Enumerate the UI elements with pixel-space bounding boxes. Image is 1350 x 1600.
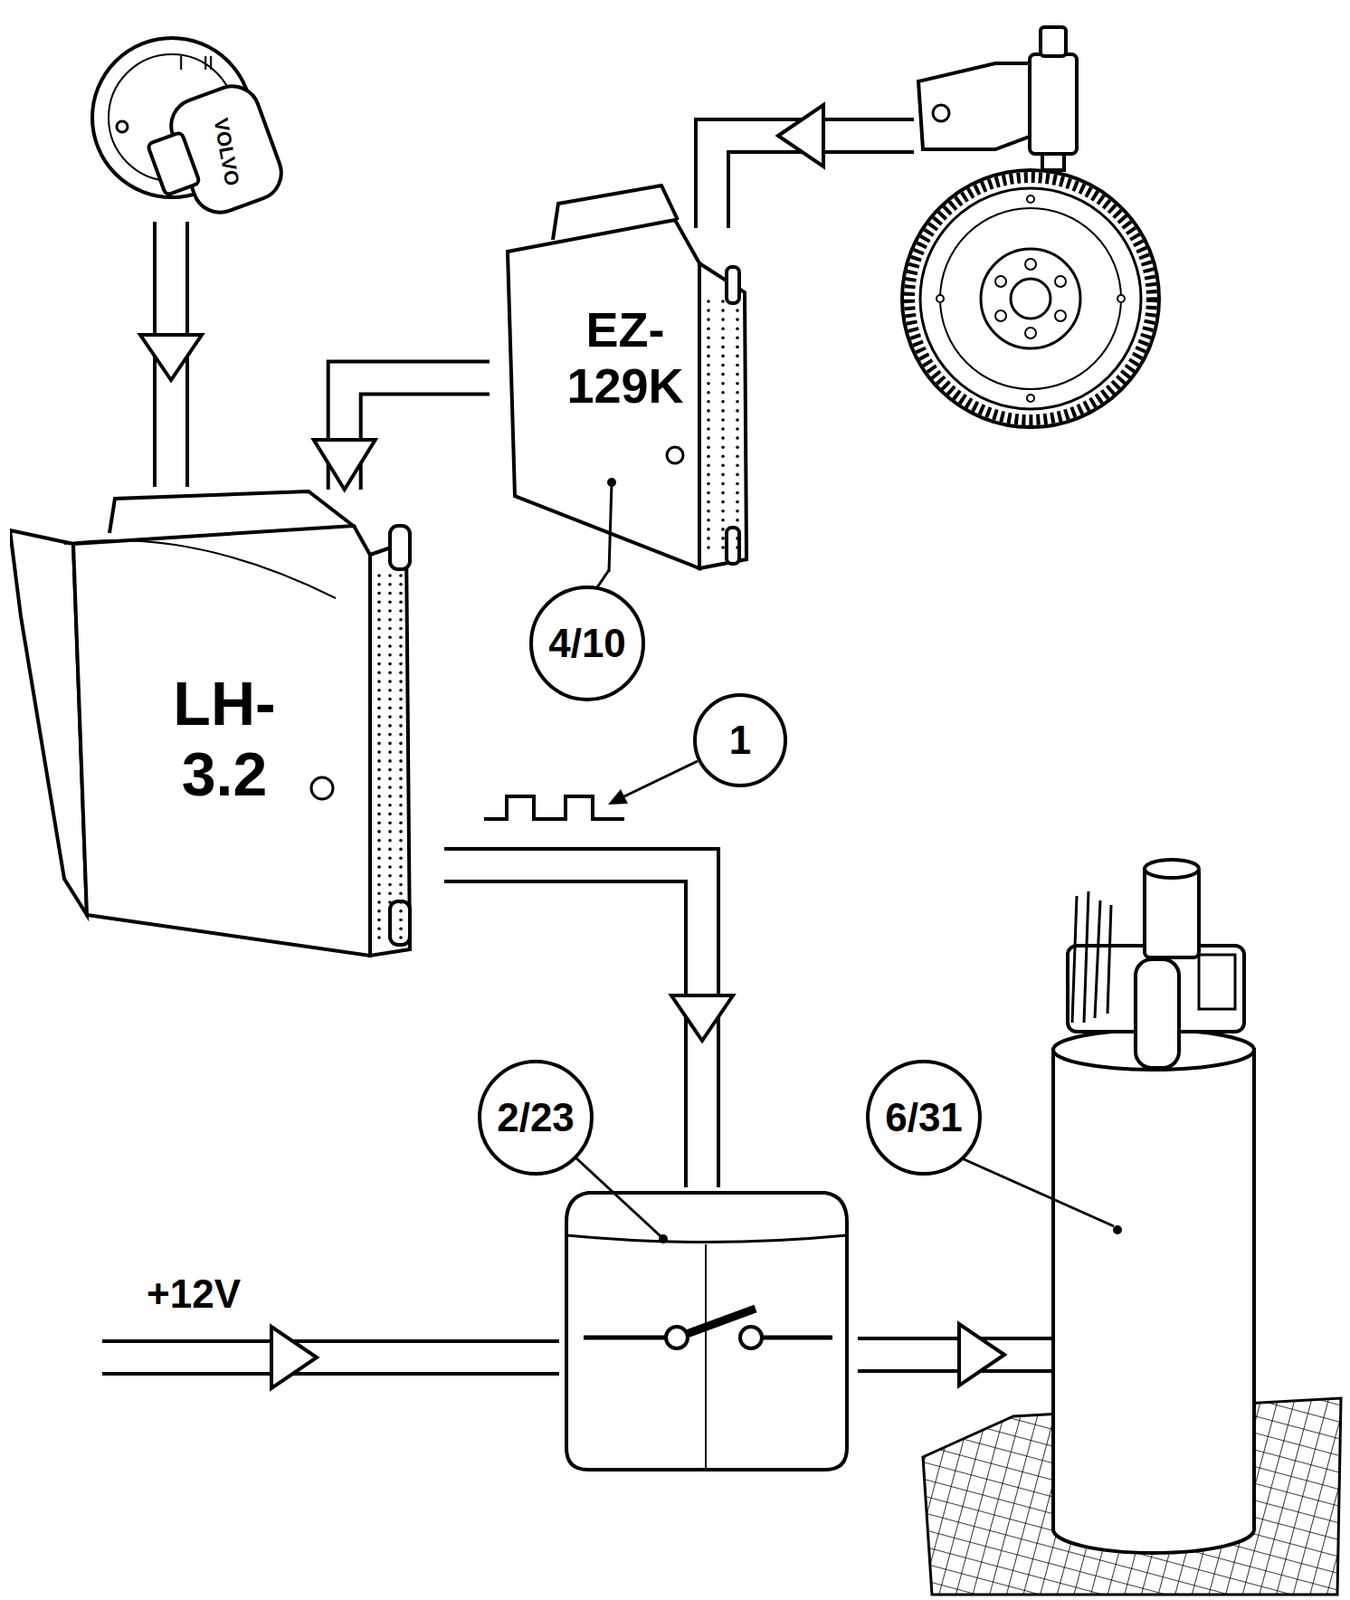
callout-number: 6/31	[884, 1097, 963, 1138]
callout-number: 1	[729, 720, 752, 761]
band-arrow	[102, 1326, 560, 1389]
arrow-head	[313, 439, 376, 490]
callout-number: 2/23	[496, 1097, 575, 1138]
key-marking: VOLVO	[210, 116, 243, 188]
leader-line	[597, 570, 609, 588]
ecu-label: EZ- 129K	[557, 301, 694, 414]
leader-line	[575, 1157, 668, 1244]
fuel-injection-ecu: LH- 3.2	[9, 489, 439, 965]
ignition-ecu: EZ- 129K	[489, 183, 756, 572]
key-marking: II	[202, 53, 214, 74]
pulse-signal	[484, 796, 625, 819]
flywheel	[902, 170, 1160, 428]
arrow-band	[344, 378, 490, 491]
leader-line	[961, 1158, 1122, 1235]
crank-sensor	[918, 27, 1077, 171]
key-marking: I	[178, 53, 184, 74]
band-arrow	[712, 104, 914, 229]
band-arrow	[444, 865, 733, 1188]
callout-number: 4/10	[548, 623, 627, 664]
band-arrow	[140, 221, 202, 487]
voltage-label: +12V	[146, 1273, 241, 1314]
band-arrow	[857, 1323, 1054, 1386]
ignition-switch	[92, 38, 289, 229]
ecu-label: LH- 3.2	[161, 667, 288, 809]
leader-arrow	[608, 760, 698, 805]
flow-arrow	[313, 378, 490, 491]
relay	[566, 1192, 847, 1470]
arrow-band	[344, 378, 490, 491]
fuel-pump	[922, 859, 1341, 1595]
